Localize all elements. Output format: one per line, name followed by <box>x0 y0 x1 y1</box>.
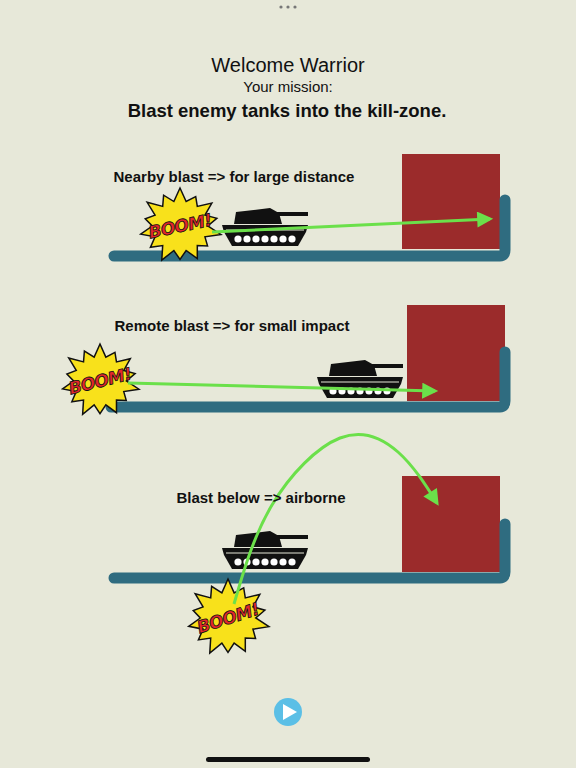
tank-wheel <box>288 558 295 565</box>
tank-turret <box>329 360 377 376</box>
tank-wheel <box>243 558 250 565</box>
starburst-outline <box>141 188 221 260</box>
boom-starburst: BOOM! <box>186 579 270 657</box>
tank-hull <box>222 548 308 569</box>
boom-starburst: BOOM! <box>138 188 222 264</box>
tank-wheel <box>261 235 268 242</box>
tank-wheel <box>270 558 277 565</box>
tank-wheel <box>252 235 259 242</box>
trajectory-arrow <box>234 434 437 604</box>
tank-turret <box>234 531 282 547</box>
starburst-outline <box>63 344 139 414</box>
tank-hull <box>317 377 403 398</box>
tank-detail <box>226 230 304 231</box>
mission-text: Blast enemy tanks into the kill-zone. <box>128 100 447 122</box>
trajectory-arrow <box>128 383 435 391</box>
instruction-caption: Remote blast => for small impact <box>114 317 349 334</box>
starburst-outline <box>189 579 269 653</box>
instruction-caption: Blast below => airborne <box>176 489 345 506</box>
level-panel <box>111 305 505 407</box>
tank-wheel <box>347 387 354 394</box>
enemy-tank <box>222 531 308 569</box>
play-button-circle <box>274 698 302 726</box>
tank-wheel <box>270 235 277 242</box>
instruction-caption: Nearby blast => for large distance <box>114 168 355 185</box>
trajectory-arrow <box>212 219 490 232</box>
tank-wheel <box>261 558 268 565</box>
kill-zone <box>402 154 500 249</box>
tank-wheel <box>383 387 390 394</box>
tank-wheel <box>356 387 363 394</box>
ground-floor <box>111 352 505 407</box>
tank-wheel <box>374 387 381 394</box>
status-dot <box>293 5 296 8</box>
tank-wheel <box>234 558 241 565</box>
tank-wheel <box>243 235 250 242</box>
tank-hull <box>222 225 308 246</box>
boom-starburst: BOOM! <box>60 344 140 418</box>
tank-wheel <box>234 235 241 242</box>
status-dot <box>279 5 282 8</box>
tank-wheel <box>252 558 259 565</box>
enemy-tank <box>222 208 308 246</box>
status-dot <box>286 5 289 8</box>
tank-wheel <box>338 387 345 394</box>
screen-title: Welcome Warrior <box>211 54 364 77</box>
subtitle: Your mission: <box>243 78 333 95</box>
play-icon <box>283 704 297 720</box>
kill-zone <box>402 476 500 572</box>
home-indicator <box>206 757 370 762</box>
tank-wheel <box>279 558 286 565</box>
enemy-tank <box>317 360 403 398</box>
tank-wheel <box>279 235 286 242</box>
kill-zone <box>407 305 505 401</box>
ground-floor <box>114 524 505 578</box>
play-button <box>274 698 302 726</box>
tank-detail <box>226 553 304 554</box>
tank-detail <box>321 382 399 383</box>
tank-wheel <box>329 387 336 394</box>
level-panel <box>114 476 505 578</box>
tank-wheel <box>288 235 295 242</box>
tank-wheel <box>365 387 372 394</box>
tank-turret <box>234 208 282 224</box>
